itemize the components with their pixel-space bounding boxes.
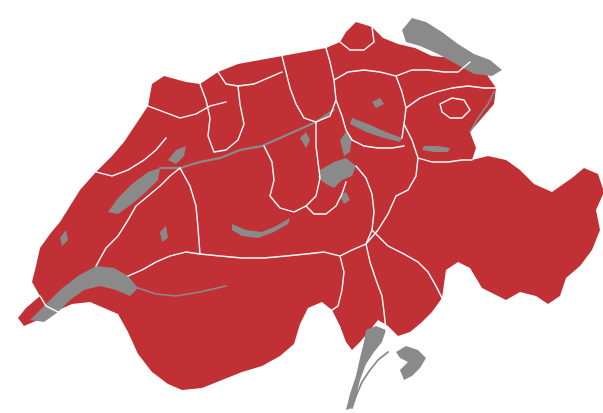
border-vaud-south — [127, 251, 201, 277]
border-basel — [217, 71, 283, 87]
border-valais-ticino — [331, 255, 345, 311]
border-graubuenden-south — [339, 195, 397, 257]
border-ticino-graubuenden — [371, 229, 443, 299]
border-appenzell — [439, 97, 471, 119]
border-bern-valais — [199, 251, 341, 259]
lakes-layer — [30, 18, 502, 410]
border-thurgau — [395, 61, 471, 77]
border-glarus — [395, 123, 419, 197]
rivers-layer — [137, 91, 495, 409]
lake-maggiore — [346, 326, 386, 410]
border-luzern — [263, 121, 321, 213]
river-ticino — [351, 351, 389, 409]
border-obwalden-nidwalden — [305, 181, 347, 215]
lake-neuchatel — [108, 168, 160, 214]
lake-geneva — [30, 266, 138, 322]
river-aare — [158, 108, 336, 170]
border-uri — [355, 165, 375, 245]
lake-thun-brienz — [232, 218, 290, 238]
lake-small-4 — [340, 192, 350, 204]
lake-small-2 — [160, 226, 168, 242]
border-stgallen — [405, 85, 497, 109]
lake-constance — [402, 18, 502, 76]
border-schaffhausen — [339, 26, 375, 51]
border-fribourg-bern — [179, 167, 201, 255]
border-neuchatel-jura — [95, 137, 167, 177]
border-vaud-fribourg — [95, 167, 181, 267]
river-rhone-valley — [137, 285, 227, 297]
switzerland-territory — [18, 22, 603, 390]
lake-zurich — [350, 118, 402, 142]
lake-lucerne — [318, 158, 356, 188]
border-ticino-inner — [365, 243, 387, 331]
lake-biel — [168, 146, 186, 164]
lake-sempach — [300, 132, 310, 148]
lake-small-1 — [60, 230, 68, 246]
border-solothurn — [199, 83, 245, 153]
canton-borders-layer — [39, 26, 497, 331]
border-zug-schwyz — [335, 99, 405, 149]
border-graubuenden-west — [417, 157, 473, 163]
river-rhine — [469, 91, 495, 133]
lake-zug — [340, 132, 352, 156]
border-geneva — [39, 295, 59, 313]
lake-lugano — [396, 346, 426, 380]
border-jura — [147, 101, 227, 119]
lake-walen — [422, 146, 450, 152]
lake-small-3 — [372, 98, 384, 108]
